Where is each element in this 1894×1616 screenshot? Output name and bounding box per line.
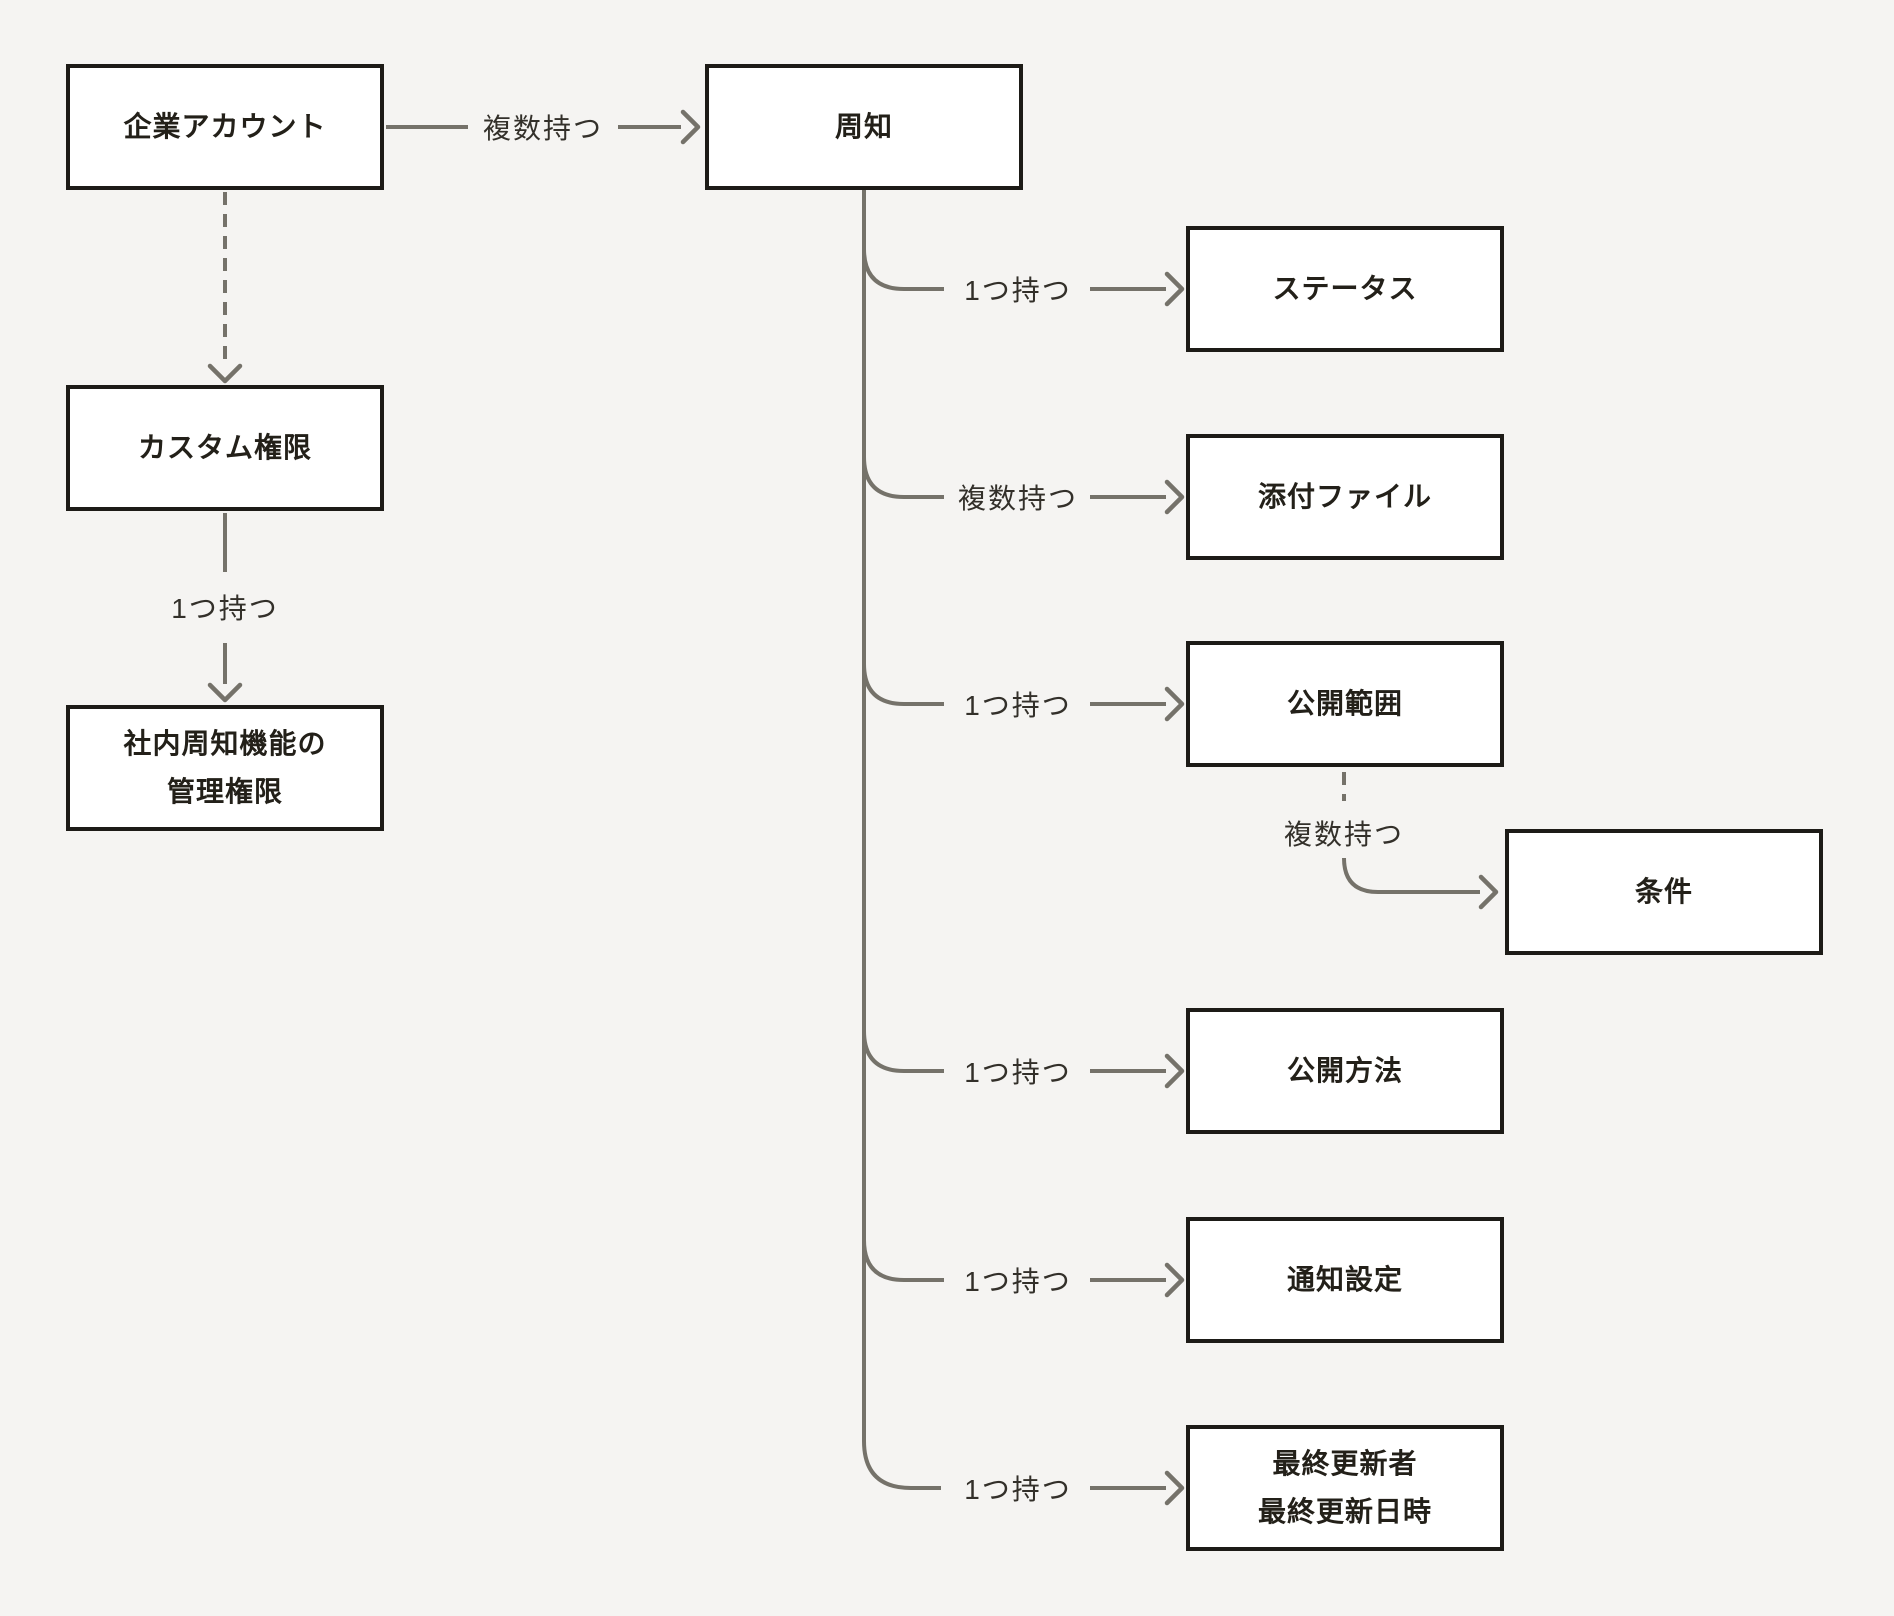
node-publish-scope: 公開範囲 bbox=[1186, 641, 1504, 767]
edge-corporate-to-announcement-arrowhead bbox=[680, 109, 701, 145]
edge-branch-attachment-curve bbox=[862, 456, 944, 499]
node-corporate-account-label: 企業アカウント bbox=[123, 111, 327, 142]
node-custom-permission-label: カスタム権限 bbox=[137, 432, 312, 463]
node-notification-setting: 通知設定 bbox=[1186, 1217, 1504, 1343]
node-condition: 条件 bbox=[1505, 829, 1823, 955]
edge-label-announcement-to-notification: 1つ持つ bbox=[964, 1266, 1072, 1297]
edge-label-announcement-to-publish-scope: 1つ持つ bbox=[964, 690, 1072, 721]
node-publish-scope-label: 公開範囲 bbox=[1286, 688, 1403, 719]
edge-scope-to-condition-arrowhead bbox=[1478, 874, 1499, 910]
edge-branch-publish-scope-arrowhead bbox=[1164, 686, 1185, 722]
edge-custom-to-admin-arrowhead bbox=[207, 682, 243, 703]
edge-corporate-to-custom-arrowhead bbox=[207, 363, 243, 384]
node-publish-method-label: 公開方法 bbox=[1286, 1055, 1403, 1086]
edge-branch-notification-curve bbox=[862, 1239, 944, 1282]
edge-branch-publish-method-curve bbox=[862, 1030, 944, 1073]
node-last-update: 最終更新者 最終更新日時 bbox=[1186, 1425, 1504, 1551]
edge-branch-publish-scope-curve bbox=[862, 663, 944, 706]
node-internal-admin-permission: 社内周知機能の 管理権限 bbox=[66, 705, 384, 831]
edge-label-announcement-to-attachment: 複数持つ bbox=[957, 483, 1079, 514]
edge-scope-to-condition-curve bbox=[1342, 857, 1480, 894]
node-announcement-label: 周知 bbox=[834, 111, 893, 142]
node-last-update-label-line1: 最終更新者 bbox=[1272, 1448, 1418, 1479]
edge-branch-publish-method-arrowhead bbox=[1164, 1053, 1185, 1089]
node-last-update-label-line2: 最終更新日時 bbox=[1257, 1496, 1432, 1527]
node-status-label: ステータス bbox=[1272, 273, 1418, 304]
node-attachment-label: 添付ファイル bbox=[1257, 481, 1432, 512]
edge-branch-status-curve bbox=[862, 248, 944, 291]
node-internal-admin-permission-label-line1: 社内周知機能の bbox=[123, 728, 327, 759]
edge-label-announcement-to-status: 1つ持つ bbox=[964, 275, 1072, 306]
edge-label-custom-to-internal-admin: 1つ持つ bbox=[171, 593, 279, 624]
node-custom-permission: カスタム権限 bbox=[66, 385, 384, 511]
edge-announcement-trunk bbox=[862, 190, 941, 1490]
edge-label-corporate-to-announcement: 複数持つ bbox=[482, 113, 604, 144]
edge-branch-last-update-arrowhead bbox=[1164, 1470, 1185, 1506]
node-attachment: 添付ファイル bbox=[1186, 434, 1504, 560]
node-announcement: 周知 bbox=[705, 64, 1023, 190]
node-publish-method: 公開方法 bbox=[1186, 1008, 1504, 1134]
node-corporate-account: 企業アカウント bbox=[66, 64, 384, 190]
edge-branch-notification-arrowhead bbox=[1164, 1262, 1185, 1298]
node-notification-setting-label: 通知設定 bbox=[1286, 1264, 1403, 1295]
edge-label-announcement-to-publish-method: 1つ持つ bbox=[964, 1057, 1072, 1088]
edge-label-announcement-to-last-update: 1つ持つ bbox=[964, 1474, 1072, 1505]
edge-label-publish-scope-to-condition: 複数持つ bbox=[1283, 819, 1405, 850]
edge-branch-attachment-arrowhead bbox=[1164, 479, 1185, 515]
edge-branch-status-arrowhead bbox=[1164, 271, 1185, 307]
node-status: ステータス bbox=[1186, 226, 1504, 352]
node-internal-admin-permission-label-line2: 管理権限 bbox=[166, 776, 283, 807]
node-condition-label: 条件 bbox=[1634, 876, 1693, 907]
